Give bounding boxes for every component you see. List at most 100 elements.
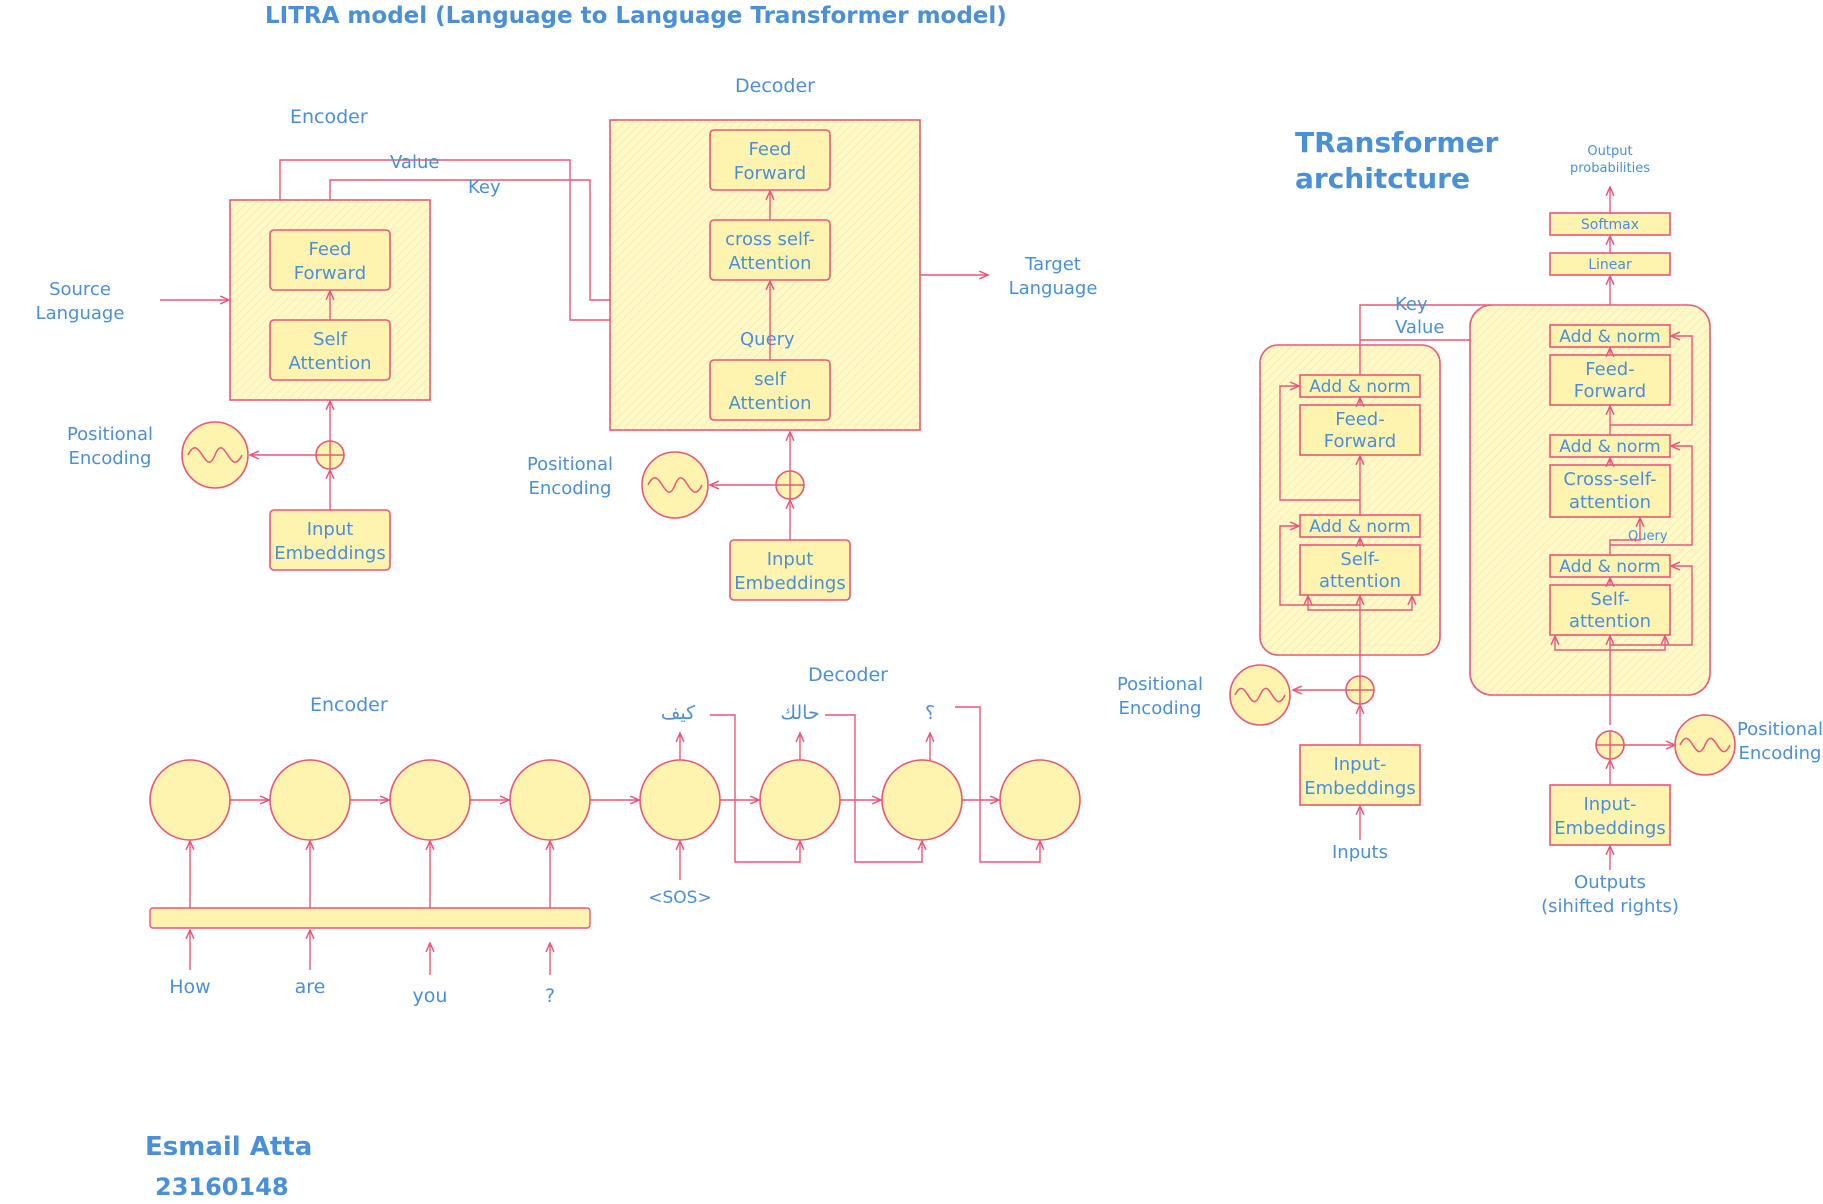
- page-title: LITRA model (Language to Language Transf…: [265, 3, 1007, 29]
- dec-add-norm-2-label: Add & norm: [1559, 437, 1660, 457]
- dec-add-norm-2-box: Add & norm: [1549, 434, 1671, 458]
- tr-dec-input-embeddings-box: Input- Embeddings: [1549, 784, 1671, 846]
- dec-cross-line2: attention: [1569, 492, 1651, 513]
- tr-key-label: Key: [1395, 294, 1428, 315]
- dec-feed-forward-box: Feed Forward: [709, 129, 831, 191]
- tr-enc-input-embeddings-line1: Input-: [1333, 754, 1386, 775]
- seq-input-word: are: [295, 976, 326, 998]
- enc-add-norm-bottom-label: Add & norm: [1309, 517, 1410, 537]
- tr-outputs-line1: Outputs: [1574, 872, 1646, 893]
- author-id: 23160148: [155, 1173, 289, 1201]
- enc-feed-forward-line1: Feed: [309, 239, 352, 260]
- enc-add-norm-bottom-box: Add & norm: [1299, 514, 1421, 538]
- dec-ff-box: Feed- Forward: [1549, 354, 1671, 406]
- source-language-line2: Language: [36, 303, 125, 324]
- decoder-state-node: [639, 759, 721, 841]
- enc-add-norm-top-label: Add & norm: [1309, 377, 1410, 397]
- dec-self-attention-line2: Attention: [728, 393, 811, 414]
- seq-input-word: ?: [545, 985, 555, 1007]
- tr-dec-pe-line1: Positional: [1737, 719, 1823, 740]
- enc-input-embeddings-line1: Input: [307, 519, 354, 540]
- output-probabilities-line2: probabilities: [1570, 161, 1650, 176]
- tr-enc-pe-line2: Encoding: [1119, 698, 1202, 719]
- dec-cross-attention-box: cross self- Attention: [709, 219, 831, 281]
- enc-add-circle-icon: [315, 440, 345, 470]
- transformer-title-line2: architcture: [1295, 162, 1470, 195]
- dec-positional-encoding-icon: [641, 451, 709, 519]
- tr-dec-input-embeddings-line1: Input-: [1583, 794, 1636, 815]
- dec-cross-box: Cross-self- attention: [1549, 464, 1671, 518]
- decoder-state-node: [999, 759, 1081, 841]
- seq-encoder-label: Encoder: [310, 694, 388, 716]
- enc-positional-encoding-line1: Positional: [67, 424, 153, 445]
- tr-enc-input-embeddings-box: Input- Embeddings: [1299, 744, 1421, 806]
- decoder-state-node: [759, 759, 841, 841]
- tr-dec-add-circle-icon: [1595, 730, 1625, 760]
- source-language-line1: Source: [49, 279, 111, 300]
- seq-input-word: you: [413, 985, 448, 1007]
- output-probabilities-line1: Output: [1587, 144, 1632, 159]
- tr-query-label: Query: [1628, 529, 1668, 544]
- dec-ff-line2: Forward: [1574, 381, 1646, 402]
- tr-dec-input-embeddings-line2: Embeddings: [1554, 818, 1665, 839]
- enc-ff-box: Feed- Forward: [1299, 404, 1421, 456]
- value-label: Value: [390, 152, 439, 173]
- seq-output-word: ؟: [925, 702, 935, 724]
- enc-self-attention-line2: Attention: [288, 353, 371, 374]
- tr-enc-pe-line1: Positional: [1117, 674, 1203, 695]
- enc-positional-encoding-line2: Encoding: [69, 448, 152, 469]
- tr-outputs-line2: (sihifted rights): [1541, 896, 1679, 917]
- enc-positional-encoding-icon: [181, 421, 249, 489]
- tr-enc-positional-encoding-icon: [1229, 664, 1291, 726]
- tr-dec-positional-encoding-icon: [1674, 714, 1736, 776]
- transformer-title-line1: TRansformer: [1295, 126, 1499, 159]
- enc-input-embeddings-box: Input Embeddings: [269, 509, 391, 571]
- tr-enc-add-circle-icon: [1345, 675, 1375, 705]
- dec-ff-line1: Feed-: [1585, 359, 1634, 380]
- dec-feed-forward-line2: Forward: [734, 163, 806, 184]
- enc-sa-line1: Self-: [1340, 549, 1379, 570]
- dec-positional-encoding-line2: Encoding: [529, 478, 612, 499]
- query-label: Query: [740, 329, 795, 350]
- dec-add-norm-1-box: Add & norm: [1549, 324, 1671, 348]
- tr-inputs-label: Inputs: [1332, 842, 1388, 863]
- encoder-label: Encoder: [290, 106, 368, 128]
- author-name: Esmail Atta: [145, 1132, 312, 1162]
- dec-input-embeddings-box: Input Embeddings: [729, 539, 851, 601]
- seq-decoder-label: Decoder: [808, 664, 888, 686]
- dec-add-norm-1-label: Add & norm: [1559, 327, 1660, 347]
- encoder-state-node: [509, 759, 591, 841]
- enc-feed-forward-box: Feed Forward: [269, 229, 391, 291]
- dec-sa-line1: Self-: [1590, 589, 1629, 610]
- enc-input-embeddings-line2: Embeddings: [274, 543, 385, 564]
- dec-positional-encoding-line1: Positional: [527, 454, 613, 475]
- enc-self-attention-box: Self Attention: [269, 319, 391, 381]
- enc-feed-forward-line2: Forward: [294, 263, 366, 284]
- dec-cross-line1: Cross-self-: [1563, 469, 1656, 490]
- dec-add-norm-3-label: Add & norm: [1559, 557, 1660, 577]
- linear-box: Linear: [1549, 252, 1671, 276]
- softmax-box: Softmax: [1549, 212, 1671, 236]
- tr-dec-pe-line2: Encoding: [1739, 743, 1822, 764]
- target-language-line1: Target: [1024, 254, 1081, 275]
- seq-output-word: حالك: [780, 702, 819, 724]
- softmax-label: Softmax: [1581, 217, 1639, 233]
- tr-enc-input-embeddings-line2: Embeddings: [1304, 778, 1415, 799]
- dec-sa-line2: attention: [1569, 611, 1651, 632]
- dec-feed-forward-line1: Feed: [749, 139, 792, 160]
- sos-token: <SOS>: [648, 888, 711, 908]
- dec-self-attention-line1: self: [754, 369, 786, 390]
- seq-output-word: كيف: [661, 702, 696, 724]
- seq-input-word: How: [169, 976, 210, 998]
- target-language-line2: Language: [1009, 278, 1098, 299]
- encoder-state-node: [149, 759, 231, 841]
- enc-ff-line2: Forward: [1324, 431, 1396, 452]
- encoder-input-bar: [149, 907, 591, 929]
- encoder-state-node: [269, 759, 351, 841]
- dec-input-embeddings-line2: Embeddings: [734, 573, 845, 594]
- enc-sa-box: Self- attention: [1299, 544, 1421, 596]
- dec-cross-attention-line2: Attention: [728, 253, 811, 274]
- dec-add-circle-icon: [775, 470, 805, 500]
- decoder-label: Decoder: [735, 75, 815, 97]
